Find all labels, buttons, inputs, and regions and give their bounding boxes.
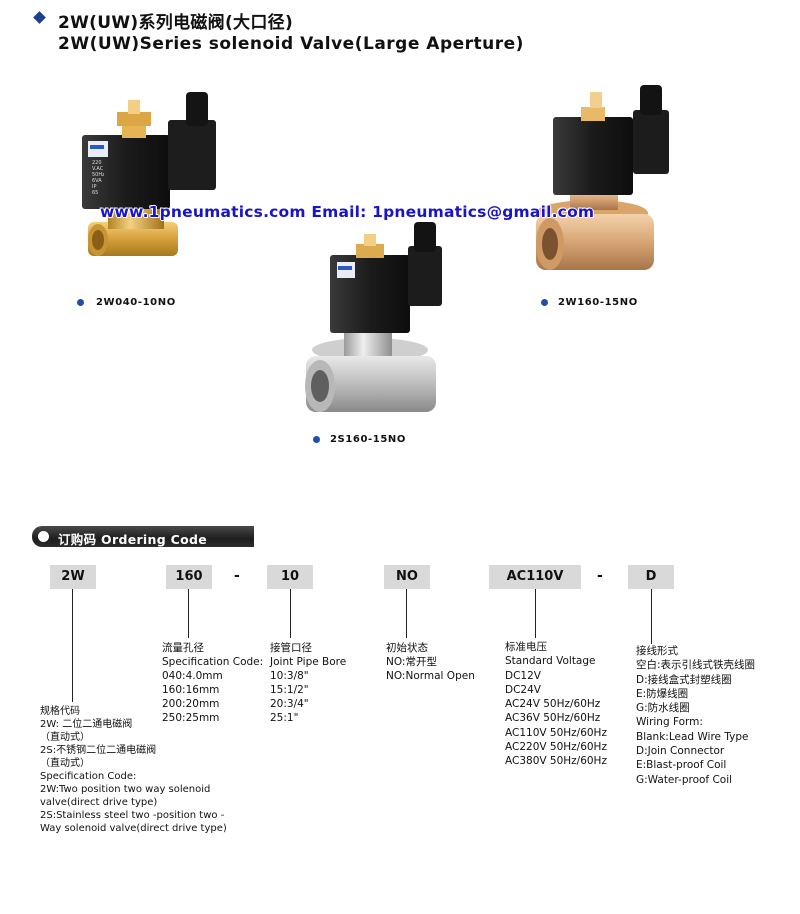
connector-line <box>406 589 407 638</box>
desc-port: 接管口径 Joint Pipe Bore 10:3/8" 15:1/2" 20:… <box>270 642 347 724</box>
code-box-wiring: D <box>628 565 674 589</box>
product-caption: 2W160-15NO <box>558 297 638 308</box>
caption-bullet-icon <box>77 299 84 306</box>
product-caption: 2W040-10NO <box>96 297 176 308</box>
ordering-code-header: 订购码 Ordering Code <box>32 526 254 547</box>
desc-wiring: 接线形式 空白:表示引线式铁壳线圈 D:接线盒式封塑线圈 E:防爆线圈 G:防水… <box>636 645 756 786</box>
connector-line <box>72 589 73 702</box>
code-box-port: 10 <box>267 565 313 589</box>
watermark-contact: www.1pneumatics.com Email: 1pneumatics@g… <box>100 203 595 221</box>
page-title-cn: 2W(UW)系列电磁阀(大口径) <box>58 13 294 33</box>
code-separator: - <box>234 568 240 584</box>
code-box-series: 2W <box>50 565 96 589</box>
desc-aperture: 流量孔径 Specification Code: 040:4.0mm 160:1… <box>162 642 264 724</box>
caption-bullet-icon <box>313 436 320 443</box>
connector-line <box>188 589 189 638</box>
connector-line <box>651 589 652 644</box>
product-image-2w160 <box>536 85 669 270</box>
product-photos <box>82 85 669 412</box>
page-title-en: 2W(UW)Series solenoid Valve(Large Apertu… <box>58 34 524 54</box>
connector-line <box>535 589 536 638</box>
desc-voltage: 标准电压 Standard Voltage DC12V DC24V AC24V … <box>505 641 607 768</box>
product-caption: 2S160-15NO <box>330 434 406 445</box>
caption-bullet-icon <box>541 299 548 306</box>
desc-initial-state: 初始状态 NO:常开型 NO:Normal Open <box>386 642 475 682</box>
coil-label-text: 220 V.AC 50Hz 6VA IP 65 <box>92 160 104 196</box>
product-image-2s160 <box>305 222 442 412</box>
header-dot-icon <box>38 531 49 542</box>
code-box-aperture: 160 <box>166 565 212 589</box>
connector-line <box>290 589 291 638</box>
code-box-voltage: AC110V <box>489 565 581 589</box>
code-box-initial-state: NO <box>384 565 430 589</box>
product-image-2w040 <box>82 92 216 256</box>
desc-series: 规格代码 2W: 二位二通电磁阀 （直动式） 2S:不锈钢二位二通电磁阀 （直动… <box>40 706 227 834</box>
code-separator: - <box>597 568 603 584</box>
